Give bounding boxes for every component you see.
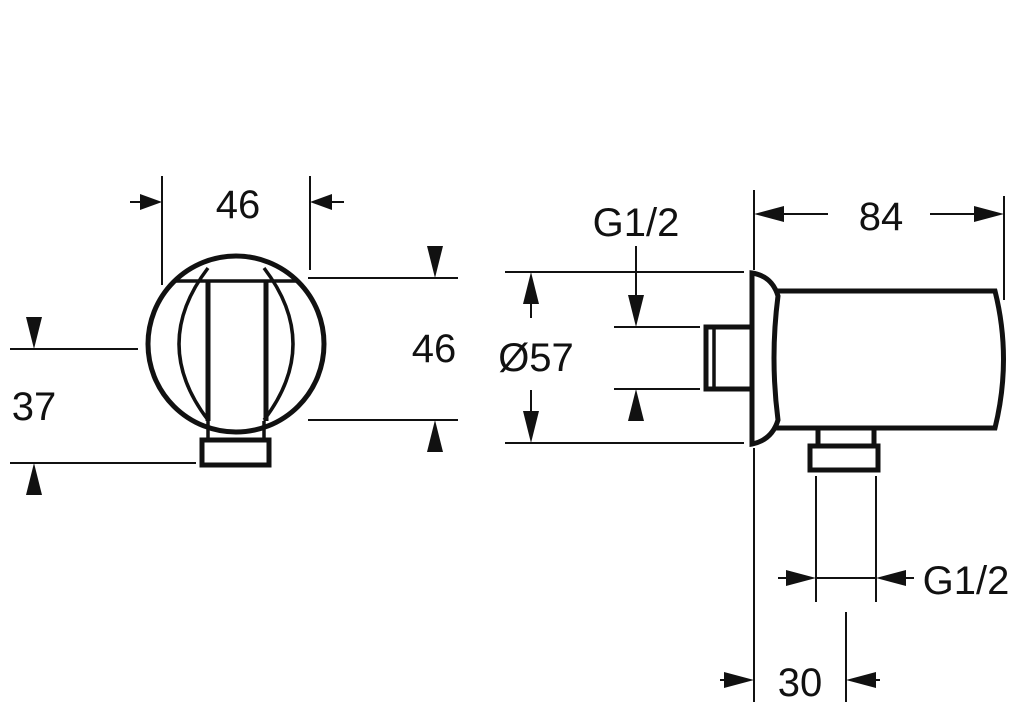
side-wall-flange — [749, 270, 781, 448]
front-outlet-connector — [199, 437, 272, 468]
front-offset-label: 37 — [12, 385, 57, 429]
front-body-right-curve — [262, 266, 295, 422]
front-width-arrow-left — [140, 194, 162, 210]
side-depth-label: 84 — [859, 195, 904, 239]
front-offset-arrow-top — [26, 317, 42, 349]
side-depth-arrow-right — [974, 206, 1004, 222]
side-diameter-arrow-top — [523, 272, 539, 304]
side-outlet-arrow-right — [876, 570, 906, 586]
front-offset-arrow-bottom — [26, 463, 42, 495]
front-width-label: 46 — [216, 183, 261, 227]
front-view: 46 46 37 — [10, 176, 458, 495]
side-outlet-neck — [815, 425, 877, 449]
front-height-arrow-bottom — [427, 420, 443, 452]
front-body-left-curve — [177, 266, 210, 422]
front-body-circle — [145, 253, 327, 435]
front-width-arrow-right — [310, 194, 332, 210]
side-outlet-arrow-left — [786, 570, 816, 586]
side-inlet-stub — [703, 324, 755, 392]
side-offset-label: 30 — [778, 661, 823, 705]
side-outlet-connector — [807, 443, 881, 473]
side-outlet-thread-label: G1/2 — [923, 559, 1010, 603]
side-main-body — [775, 288, 1006, 431]
side-view: 84 Ø57 G1/2 G1/2 30 — [498, 190, 1009, 705]
side-diameter-arrow-bottom — [523, 411, 539, 443]
side-offset-arrow-left — [724, 672, 754, 688]
front-height-arrow-top — [427, 246, 443, 278]
front-height-label: 46 — [412, 327, 457, 371]
side-diameter-label: Ø57 — [498, 336, 574, 380]
side-inlet-arrow-bottom — [628, 389, 644, 421]
side-inlet-arrow-top — [628, 295, 644, 327]
side-inlet-thread-label: G1/2 — [593, 201, 680, 245]
side-depth-arrow-left — [754, 206, 784, 222]
side-offset-arrow-right — [846, 672, 876, 688]
